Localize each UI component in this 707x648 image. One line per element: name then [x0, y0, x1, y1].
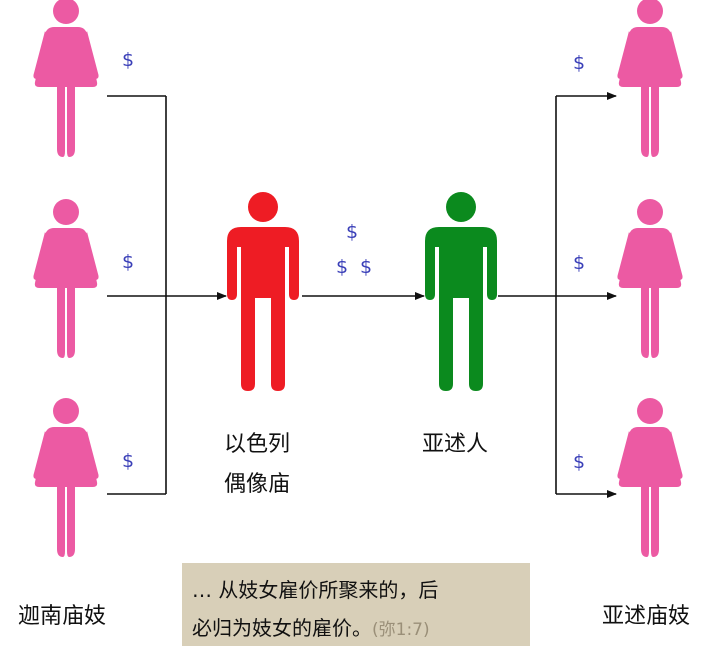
dollar-sign: $ [573, 52, 586, 74]
quote-line-1: … 从妓女雇价所聚来的，后 [192, 578, 439, 602]
temple-label-line1: 以色列 [224, 432, 291, 457]
left-woman-1-icon [33, 0, 99, 157]
dollar-sign: $ [573, 252, 586, 274]
dollar-sign: $ [122, 450, 135, 472]
assyria-label: 亚述人 [422, 432, 489, 457]
dollar-sign: $ [346, 221, 359, 243]
dollar-sign: $ [122, 49, 135, 71]
left-collector-lines [107, 95, 167, 495]
left-woman-2-icon [33, 199, 99, 358]
scripture-quote-box: … 从妓女雇价所聚来的，后 必归为妓女的雇价。(弥1:7) [182, 563, 530, 646]
right-woman-3-icon [617, 398, 683, 557]
right-group-label: 亚述庙妓 [602, 604, 691, 629]
assyria-man-icon [425, 192, 497, 391]
dollar-sign: $ [360, 256, 373, 278]
quote-line-2-text: 必归为妓女的雇价。 [192, 616, 372, 640]
left-woman-3-icon [33, 398, 99, 557]
temple-man-icon [227, 192, 299, 391]
right-woman-2-icon [617, 199, 683, 358]
scripture-reference: (弥1:7) [372, 620, 430, 640]
right-distribution-lines [498, 96, 557, 494]
quote-line-2: 必归为妓女的雇价。(弥1:7) [192, 612, 430, 641]
dollar-sign: $ [122, 251, 135, 273]
right-woman-1-icon [617, 0, 683, 157]
temple-label-line2: 偶像庙 [224, 472, 291, 497]
dollar-sign: $ [336, 256, 349, 278]
dollar-sign: $ [573, 451, 586, 473]
left-group-label: 迦南庙妓 [18, 604, 107, 629]
